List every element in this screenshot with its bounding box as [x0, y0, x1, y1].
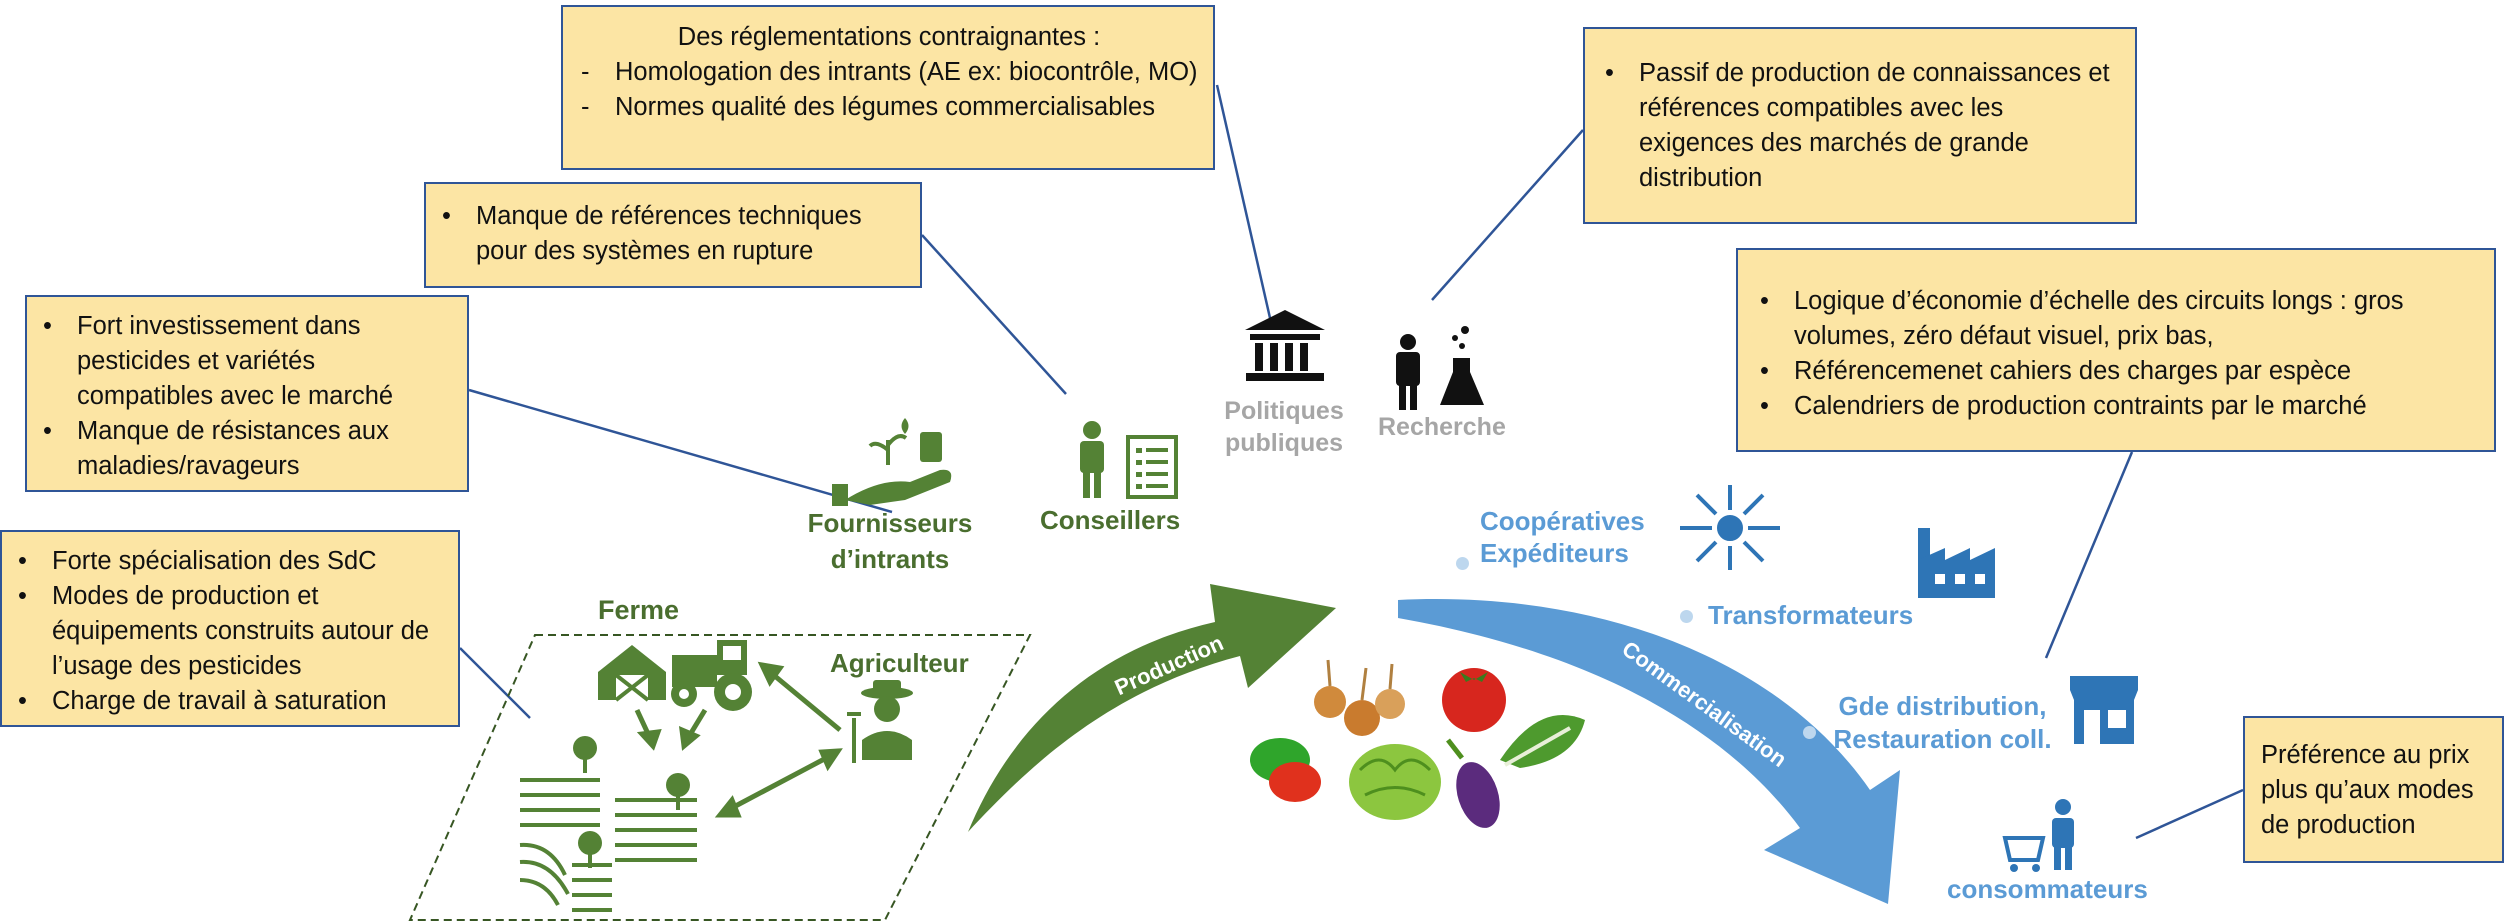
- bullet-dot: [1456, 557, 1469, 570]
- callout-text: Préférence au prix plus qu’aux modes de …: [2261, 741, 2474, 839]
- scientist-flask-icon: [1396, 326, 1484, 410]
- callout-recherche: Passif de production de connaissances et…: [1583, 27, 2137, 224]
- label-recherche: Recherche: [1378, 413, 1506, 441]
- label-ferme: Ferme: [598, 595, 680, 625]
- barn-icon: [598, 645, 666, 702]
- shopper-cart-icon: [2002, 799, 2074, 872]
- label-consommateurs: consommateurs: [1947, 874, 2148, 904]
- hand-seedling-icon: [832, 418, 952, 506]
- farmer-icon: [847, 680, 913, 763]
- callout-item: Manque de résistances aux maladies/ravag…: [39, 414, 455, 484]
- connector-line: [921, 234, 1067, 395]
- factory-icon: [1918, 528, 1995, 598]
- advisor-checklist-icon: [1080, 421, 1178, 499]
- connector-line: [468, 388, 893, 514]
- label-fournisseurs: Fournisseurs d’intrants: [807, 508, 973, 574]
- label-conseillers: Conseillers: [1040, 505, 1181, 535]
- callout-item: Modes de production et équipements const…: [14, 579, 448, 684]
- callout-reglementations: Des réglementations contraignantes : Hom…: [561, 5, 1215, 170]
- callout-item: Calendriers de production contraints par…: [1756, 389, 2484, 424]
- callout-item: Référencemenet cahiers des charges par e…: [1756, 354, 2484, 389]
- connector-line: [1215, 84, 1272, 319]
- callout-item: Passif de production de connaissances et…: [1601, 56, 2123, 196]
- callout-item: Charge de travail à saturation: [14, 684, 448, 719]
- callout-circuits: Logique d’économie d’échelle des circuit…: [1736, 248, 2496, 452]
- store-icon: [2070, 676, 2138, 744]
- callout-item: Fort investissement dans pesticides et v…: [39, 309, 455, 414]
- commercialisation-arrow: [1398, 599, 1900, 904]
- label-cooperatives: Coopératives Expéditeurs: [1480, 506, 1645, 568]
- connector-line: [2135, 788, 2244, 840]
- government-building-icon: [1245, 310, 1325, 381]
- tractor-icon: [671, 640, 752, 711]
- callout-consommateurs: Préférence au prix plus qu’aux modes de …: [2243, 716, 2504, 863]
- callout-item: Manque de références techniques pour des…: [438, 199, 908, 269]
- field-plots-icon: [519, 778, 697, 912]
- label-politiques-publiques: Politiques publiques: [1224, 397, 1344, 457]
- production-arrow: [968, 584, 1336, 832]
- label-agriculteur: Agriculteur: [830, 648, 969, 678]
- farm-boundary: [408, 634, 1032, 921]
- connector-line: [459, 647, 531, 719]
- callout-item: Logique d’économie d’échelle des circuit…: [1756, 284, 2484, 354]
- callout-ferme: Forte spécialisation des SdC Modes de pr…: [0, 530, 460, 727]
- callout-item: Forte spécialisation des SdC: [14, 544, 448, 579]
- vegetables-image: [1250, 659, 1585, 828]
- callout-title: Des réglementations contraignantes :: [677, 23, 1101, 51]
- bullet-dot: [1803, 726, 1816, 739]
- callout-conseillers: Manque de références techniques pour des…: [424, 182, 922, 288]
- connector-line: [2044, 451, 2134, 659]
- callout-item: Homologation des intrants (AE ex: biocon…: [577, 55, 1201, 90]
- label-transformateurs: Transformateurs: [1708, 600, 1914, 630]
- callout-intrants: Fort investissement dans pesticides et v…: [25, 295, 469, 492]
- label-distribution: Gde distribution, Restauration coll.: [1833, 691, 2052, 754]
- callout-item: Normes qualité des légumes commercialisa…: [577, 90, 1201, 125]
- bullet-dot: [1680, 610, 1693, 623]
- connector-line: [1431, 129, 1584, 301]
- star-burst-icon: [1680, 485, 1780, 570]
